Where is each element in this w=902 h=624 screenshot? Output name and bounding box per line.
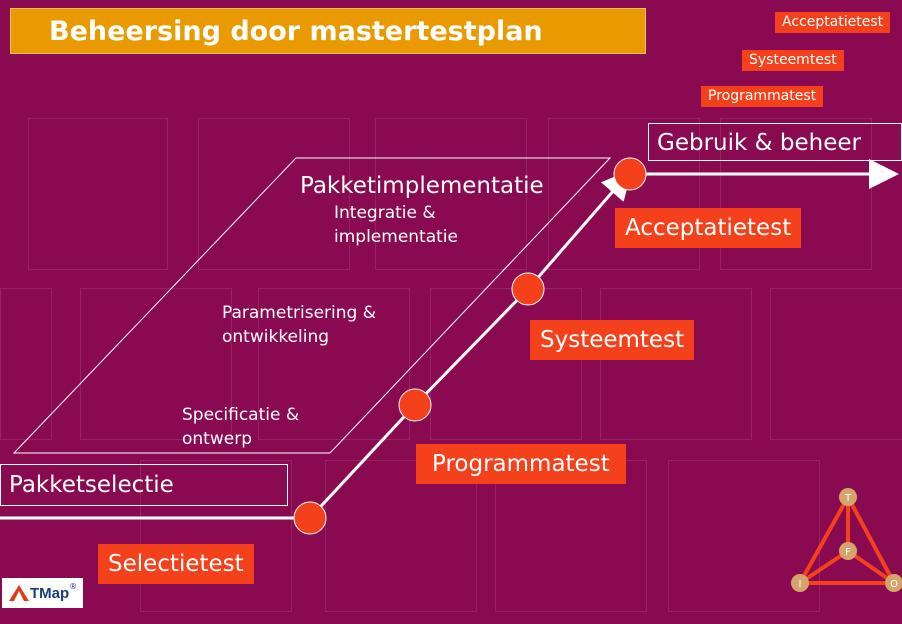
badge-systeemtest: Systeemtest [742,50,844,71]
triangle-node-o: O [890,579,898,590]
test-acceptatietest: Acceptatietest [615,208,802,248]
triangle-node-f: F [845,547,851,558]
step-parametrisering-line1: Parametrisering & [222,303,376,323]
step-integratie-line1: Integratie & [334,203,436,223]
progress-line [308,169,632,520]
tmap-logo-text: TMap [30,584,70,602]
tmap-triangle-icon: T F I O [791,488,902,592]
step-specificatie-line1: Specificatie & [182,405,300,425]
milestone-acceptance [613,157,647,191]
step-integratie-line2: implementatie [334,227,458,247]
test-programmatest: Programmatest [416,444,626,484]
milestone-program [398,388,432,422]
test-selectietest: Selectietest [98,544,254,584]
phase-gebruik-beheer: Gebruik & beheer [648,123,902,161]
tmap-logo: TMap ® [2,578,84,608]
test-systeemtest: Systeemtest [530,320,695,360]
triangle-node-t: T [844,493,852,504]
implementation-parallelogram [12,157,612,454]
badge-programmatest: Programmatest [701,86,824,107]
tmap-logo-icon [9,585,29,601]
phase-pakketimplementatie: Pakketimplementatie [300,173,544,199]
phase-pakketselectie: Pakketselectie [0,464,288,506]
milestone-selection [293,501,327,535]
tmap-logo-mark: ® [69,582,78,591]
milestone-system [511,272,545,306]
triangle-node-i: I [799,579,802,590]
badge-acceptatietest: Acceptatietest [775,12,891,33]
step-specificatie-line2: ontwerp [182,429,252,449]
step-parametrisering-line2: ontwikkeling [222,327,330,347]
page-title: Beheersing door mastertestplan [10,8,646,54]
